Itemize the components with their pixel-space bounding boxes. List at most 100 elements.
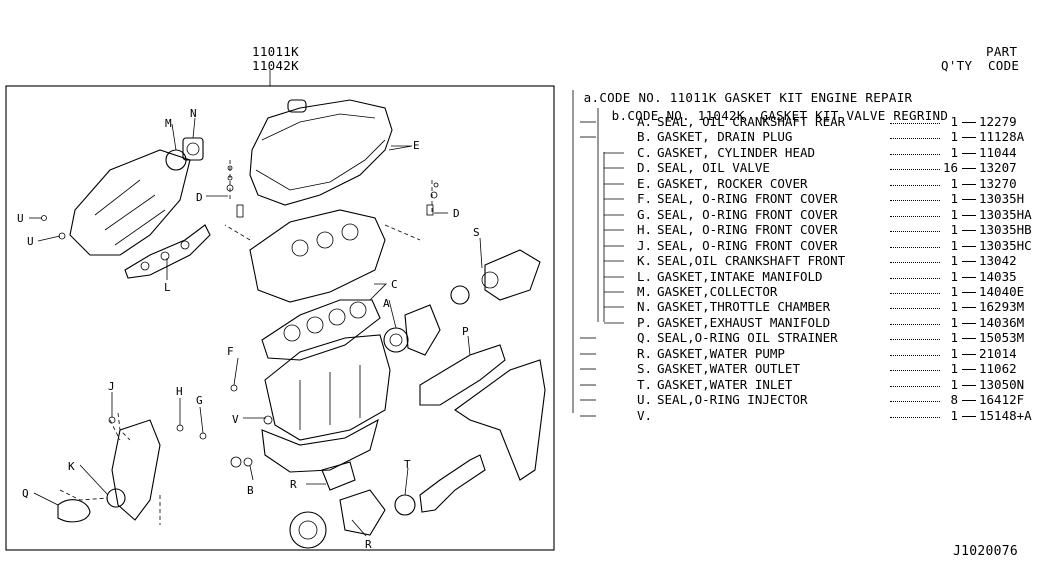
part-name: SEAL,OIL CRANKSHAFT FRONT bbox=[657, 253, 846, 268]
exhaust-manifold-part bbox=[454, 359, 546, 481]
seal-v-part bbox=[263, 415, 273, 425]
part-letter: B. bbox=[637, 129, 653, 144]
cylinder-head-part bbox=[249, 209, 386, 303]
part-name: SEAL, OIL VALVE bbox=[657, 160, 770, 175]
callout-a: A bbox=[383, 297, 390, 310]
part-qty: 1 bbox=[950, 361, 958, 376]
callout-m: M bbox=[165, 117, 172, 130]
dotted-leader bbox=[890, 355, 940, 356]
part-code: 15053M bbox=[979, 330, 1025, 345]
part-qty: 1 bbox=[950, 408, 958, 423]
part-code: 13042 bbox=[979, 253, 1017, 268]
qty-code-dash bbox=[962, 168, 976, 169]
part-code: 14035 bbox=[979, 269, 1017, 284]
dotted-leader bbox=[890, 247, 940, 248]
part-qty: 1 bbox=[950, 315, 958, 330]
dotted-leader bbox=[890, 200, 940, 201]
dotted-leader bbox=[890, 262, 940, 263]
part-letter: M. bbox=[637, 284, 653, 299]
part-name: GASKET,THROTTLE CHAMBER bbox=[657, 299, 831, 314]
dotted-leader bbox=[890, 324, 940, 325]
callout-p: P bbox=[462, 325, 469, 338]
dotted-leader bbox=[890, 185, 940, 186]
part-qty: 1 bbox=[950, 269, 958, 284]
part-qty: 1 bbox=[950, 346, 958, 361]
part-qty: 1 bbox=[950, 176, 958, 191]
part-code: 11044 bbox=[979, 145, 1017, 160]
qty-code-dash bbox=[962, 153, 976, 154]
part-name: SEAL, O-RING FRONT COVER bbox=[657, 238, 838, 253]
part-qty: 1 bbox=[950, 145, 958, 160]
part-qty: 1 bbox=[950, 238, 958, 253]
part-code: 13207 bbox=[979, 160, 1017, 175]
code-a-line: a.CODE NO. 11011K GASKET KIT ENGINE REPA… bbox=[568, 75, 912, 105]
part-name: SEAL, O-RING FRONT COVER bbox=[657, 222, 838, 237]
water-pump-housing-part bbox=[339, 489, 386, 536]
dotted-leader bbox=[890, 154, 940, 155]
callout-f: F bbox=[227, 345, 234, 358]
part-qty: 1 bbox=[950, 191, 958, 206]
part-code: 14036M bbox=[979, 315, 1025, 330]
callout-h: H bbox=[176, 385, 183, 398]
part-code: 16293M bbox=[979, 299, 1025, 314]
callout-l: L bbox=[164, 281, 171, 294]
code-b-name: GASKET KIT VALVE REGRIND bbox=[760, 108, 949, 123]
part-code: 14040E bbox=[979, 284, 1025, 299]
qty-code-dash bbox=[962, 369, 976, 370]
exhaust-gasket-part bbox=[419, 344, 506, 406]
part-letter: F. bbox=[637, 191, 653, 206]
dotted-leader bbox=[890, 138, 940, 139]
part-letter: V. bbox=[637, 408, 653, 423]
qty-code-dash bbox=[962, 416, 976, 417]
part-letter: T. bbox=[637, 377, 653, 392]
part-qty: 1 bbox=[950, 222, 958, 237]
qty-code-dash bbox=[962, 354, 976, 355]
qty-code-dash bbox=[962, 338, 976, 339]
part-qty: 1 bbox=[950, 377, 958, 392]
water-outlet-gasket-part bbox=[450, 285, 470, 305]
water-inlet-gasket-part bbox=[394, 494, 416, 516]
dotted-leader bbox=[890, 339, 940, 340]
part-name: SEAL,O-RING OIL STRAINER bbox=[657, 330, 838, 345]
valve-seal-right-part bbox=[426, 180, 439, 216]
callout-k: K bbox=[68, 460, 75, 473]
part-name: SEAL, O-RING FRONT COVER bbox=[657, 207, 838, 222]
part-name: GASKET,WATER OUTLET bbox=[657, 361, 800, 376]
kit-code-2: 11042K bbox=[252, 58, 299, 73]
rear-plate-part bbox=[404, 304, 441, 356]
part-qty: 1 bbox=[950, 253, 958, 268]
qty-code-dash bbox=[962, 277, 976, 278]
code-a-name: GASKET KIT ENGINE REPAIR bbox=[724, 90, 913, 105]
dotted-leader bbox=[890, 216, 940, 217]
qty-code-dash bbox=[962, 261, 976, 262]
part-letter: G. bbox=[637, 207, 653, 222]
part-qty: 1 bbox=[950, 299, 958, 314]
part-letter: R. bbox=[637, 346, 653, 361]
qty-code-dash bbox=[962, 307, 976, 308]
part-letter: A. bbox=[637, 114, 653, 129]
rocker-cover-gasket-part bbox=[249, 99, 393, 206]
callout-v: V bbox=[232, 413, 239, 426]
part-name: SEAL,O-RING INJECTOR bbox=[657, 392, 808, 407]
callout-q: Q bbox=[22, 487, 29, 500]
intake-manifold-part bbox=[69, 149, 191, 256]
parts-tree-lines bbox=[572, 90, 605, 413]
callout-g: G bbox=[196, 394, 203, 407]
water-inlet-pipe-part bbox=[419, 454, 486, 513]
intake-gasket-part bbox=[124, 224, 211, 279]
callout-n: N bbox=[190, 107, 197, 120]
qty-code-dash bbox=[962, 184, 976, 185]
dotted-leader bbox=[890, 123, 940, 124]
part-letter: N. bbox=[637, 299, 653, 314]
code-b-prefix: CODE NO. bbox=[627, 108, 690, 123]
